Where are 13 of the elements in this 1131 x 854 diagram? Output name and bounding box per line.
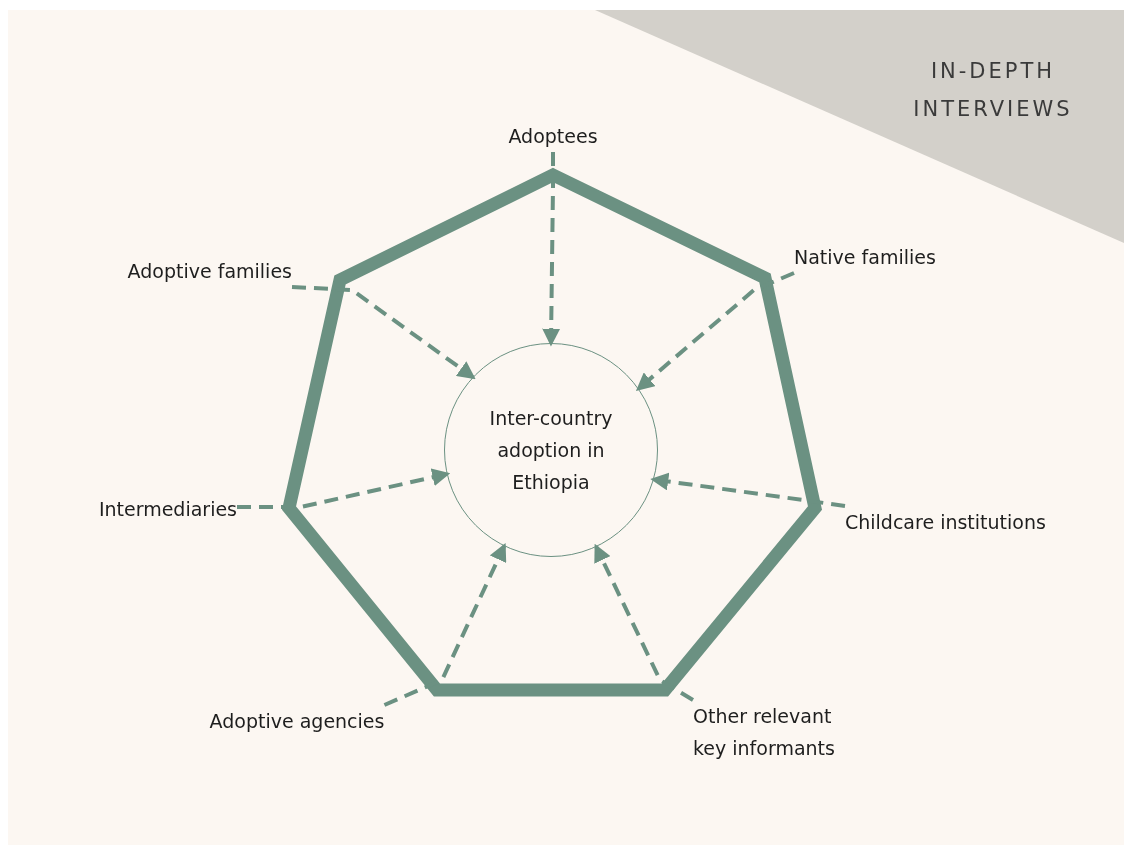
topic-text: Inter-country adoption in Ethiopia bbox=[488, 406, 614, 495]
stakeholder-label: Adoptive agencies bbox=[209, 705, 385, 737]
stakeholder-label: Intermediaries bbox=[98, 493, 237, 525]
stakeholder-label: Adoptees bbox=[508, 120, 598, 152]
dashed-arrow bbox=[237, 468, 451, 509]
stakeholder-label: Other relevant key informants bbox=[693, 700, 863, 764]
dashed-arrow bbox=[383, 542, 507, 707]
dashed-arrow bbox=[291, 285, 476, 380]
stakeholder-label: Adoptive families bbox=[127, 255, 292, 287]
title: IN-DEPTH INTERVIEWS bbox=[912, 58, 1074, 123]
stakeholder-label: Native families bbox=[794, 241, 936, 273]
stakeholder-label: Childcare institutions bbox=[845, 506, 1046, 538]
dashed-arrow bbox=[650, 472, 846, 508]
